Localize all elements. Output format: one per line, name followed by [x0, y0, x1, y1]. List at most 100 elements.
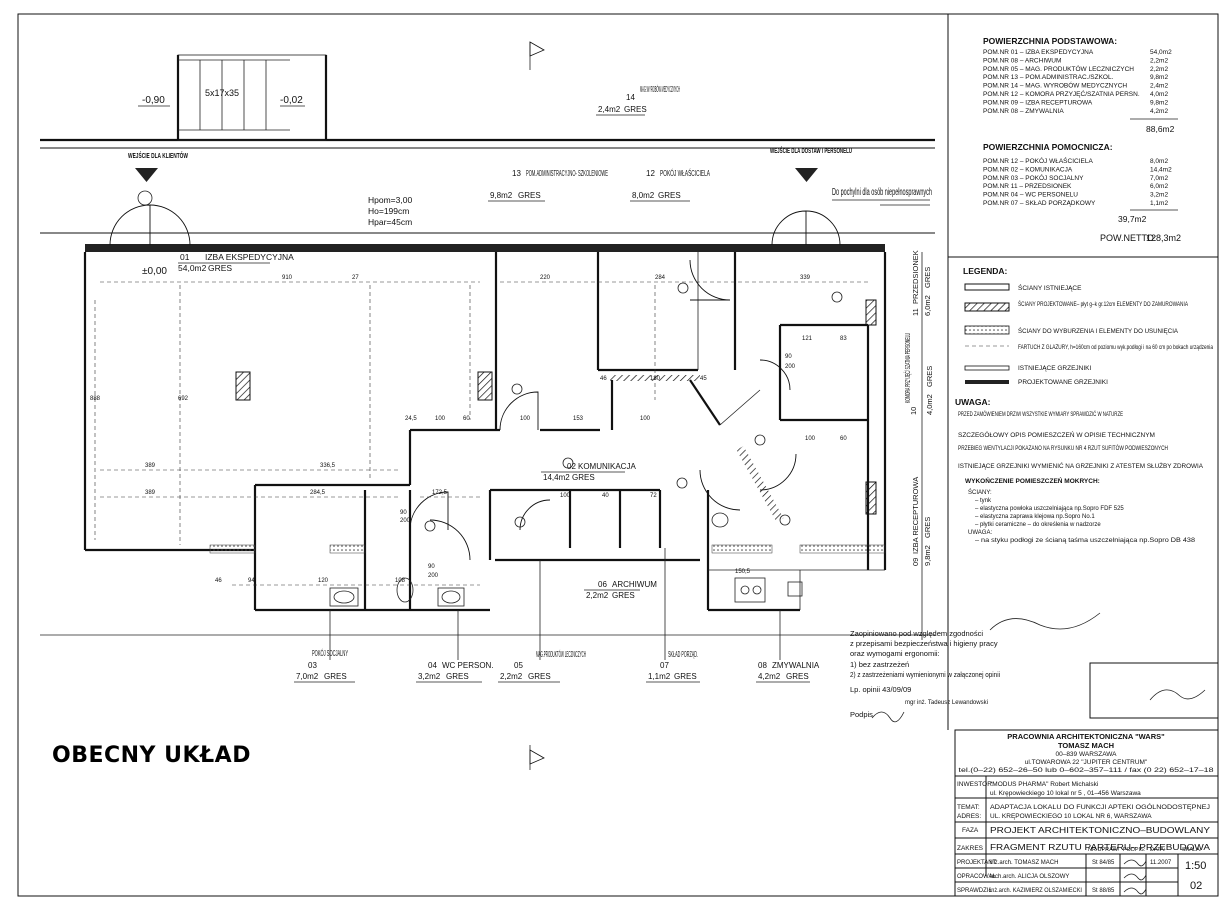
svg-text:PODPIS:: PODPIS:	[1123, 847, 1146, 853]
area-row-value: 4,0m2	[1150, 91, 1168, 98]
area-row-label: POM.NR 01 – IZBA EKSPEDYCYJNA	[983, 49, 1094, 56]
area-row-label: POM.NR 07 – SKŁAD PORZĄDKOWY	[983, 200, 1096, 207]
elevation-stairs-spec: 5x17x35	[205, 88, 239, 98]
area-row-value: 6,0m2	[1150, 183, 1168, 190]
svg-text:KOMUNIKACJA: KOMUNIKACJA	[578, 462, 636, 471]
plan: -0,90 5x17x35 -0,02	[40, 41, 935, 770]
clients-entrance-label: WEJŚCIE DLA KLIENTÓW	[128, 151, 189, 160]
svg-text:POKÓJ WŁAŚCICIELA: POKÓJ WŁAŚCICIELA	[660, 169, 710, 178]
svg-text:09: 09	[911, 558, 920, 566]
area-row-label: POM.NR 08 – ARCHIWUM	[983, 57, 1061, 64]
svg-text:POWIERZCHNIA PODSTAWOWA:: POWIERZCHNIA PODSTAWOWA:	[983, 36, 1117, 46]
svg-text:108: 108	[395, 578, 406, 584]
svg-text:100: 100	[640, 416, 651, 422]
svg-text:St 88/85: St 88/85	[1092, 888, 1115, 894]
svg-text:POWIERZCHNIA POMOCNICZA:: POWIERZCHNIA POMOCNICZA:	[983, 142, 1113, 152]
svg-text:SKŁAD PORZĄD.: SKŁAD PORZĄD.	[668, 650, 698, 659]
svg-text:tech.arch. ALICJA OLSZOWY: tech.arch. ALICJA OLSZOWY	[990, 874, 1069, 880]
svg-text:POM.ADMINISTRACYJNO- SZKOLENIO: POM.ADMINISTRACYJNO- SZKOLENIOWE	[526, 169, 608, 178]
svg-text:St 84/85: St 84/85	[1092, 860, 1115, 866]
svg-text:01: 01	[180, 252, 190, 262]
svg-text:90: 90	[428, 564, 435, 570]
svg-text:"MODUS PHARMA" Robert Michalsk: "MODUS PHARMA" Robert Michalski	[990, 781, 1098, 788]
room-label-09: 09 IZBA RECEPTUROWA 9,8m2 GRES	[911, 477, 932, 566]
room-heights: Hpom=3,00 Ho=199cm Hpar=45cm	[368, 195, 412, 227]
svg-text:z przepisami bezpieczeństwa i: z przepisami bezpieczeństwa i higieny pr…	[850, 639, 998, 648]
svg-text:UWAGA:: UWAGA:	[968, 530, 992, 536]
svg-text:GRES: GRES	[208, 263, 232, 273]
svg-text:ADAPTACJA LOKALU DO FUNKCJI AP: ADAPTACJA LOKALU DO FUNKCJI APTEKI OGÓLN…	[990, 802, 1210, 811]
svg-text:GRES: GRES	[528, 672, 551, 681]
svg-text:WYKOŃCZENIE POMIESZCZEŃ MOKRYC: WYKOŃCZENIE POMIESZCZEŃ MOKRYCH:	[965, 476, 1100, 485]
svg-text:4,2m2: 4,2m2	[758, 672, 781, 681]
svg-text:100: 100	[805, 436, 816, 442]
area-row-label: POM.NR 12 – POKÓJ WŁAŚCICIELA	[983, 156, 1093, 165]
svg-text:11: 11	[911, 308, 920, 316]
svg-text:FAZA: FAZA	[962, 827, 979, 834]
svg-text:UL. KRĘPOWIECKIEGO 10 LOKAL NR: UL. KRĘPOWIECKIEGO 10 LOKAL NR 6, WARSZA…	[990, 813, 1152, 820]
drawing-caption: OBECNY UKŁAD	[52, 743, 251, 768]
svg-text:TEMAT:: TEMAT:	[957, 804, 980, 811]
svg-text:– elastyczna zaprawa klejowa n: – elastyczna zaprawa klejowa np.Sopro No…	[975, 514, 1095, 520]
svg-text:02: 02	[1190, 880, 1202, 892]
area-row-value: 54,0m2	[1150, 49, 1172, 56]
svg-text:oraz wymogami ergonomii:: oraz wymogami ergonomii:	[850, 649, 940, 658]
svg-text:13: 13	[512, 169, 521, 178]
svg-text:39,7m2: 39,7m2	[1118, 214, 1147, 224]
room-label-01: 01 IZBA EKSPEDYCYJNA 54,0m2 GRES	[178, 252, 294, 273]
svg-text:1) bez zastrzeżeń: 1) bez zastrzeżeń	[850, 660, 909, 669]
area-row-value: 2,2m2	[1150, 66, 1168, 73]
svg-text:MAG.PRODUKTÓW LECZNICZYCH: MAG.PRODUKTÓW LECZNICZYCH	[536, 650, 586, 659]
svg-text:888: 888	[90, 396, 101, 402]
area-table: POWIERZCHNIA PODSTAWOWA: POM.NR 01 – IZB…	[983, 36, 1181, 243]
room-label-04: 04 WC PERSON. 3,2m2 GRES	[418, 661, 494, 681]
svg-text:GRES: GRES	[925, 366, 934, 387]
svg-text:172,5: 172,5	[432, 490, 448, 496]
svg-text:LEGENDA:: LEGENDA:	[963, 266, 1008, 276]
area-row-value: 3,2m2	[1150, 192, 1168, 199]
svg-text:46: 46	[215, 578, 222, 584]
svg-text:100: 100	[560, 493, 571, 499]
svg-text:200: 200	[428, 573, 439, 579]
svg-text:WC PERSON.: WC PERSON.	[442, 661, 494, 670]
area-row-label: POM.NR 14 – MAG. WYROBÓW MEDYCZNYCH	[983, 81, 1127, 90]
svg-text:00–839 WARSZAWA: 00–839 WARSZAWA	[1055, 751, 1117, 758]
svg-text:1:50: 1:50	[1185, 860, 1206, 872]
svg-text:14: 14	[626, 93, 635, 102]
svg-text:94: 94	[248, 578, 255, 584]
notes: UWAGA: PRZED ZAMÓWIENIEM DRZWI WSZYSTKIE…	[955, 397, 1204, 544]
svg-text:PRACOWNIA ARCHITEKTONICZNA "WA: PRACOWNIA ARCHITEKTONICZNA "WARS"	[1007, 732, 1165, 741]
svg-text:7,0m2: 7,0m2	[296, 672, 319, 681]
svg-text:10: 10	[909, 407, 918, 415]
elevation-stairs-left: -0,90	[142, 95, 165, 106]
svg-text:54,0m2: 54,0m2	[178, 263, 207, 273]
svg-text:PRZED ZAMÓWIENIEM DRZWI WSZYST: PRZED ZAMÓWIENIEM DRZWI WSZYSTKIE WYMIAR…	[958, 409, 1123, 418]
svg-text:FRAGMENT RZUTU PARTERU– PRZEBU: FRAGMENT RZUTU PARTERU– PRZEBUDOWA	[990, 842, 1210, 852]
svg-text:12: 12	[646, 169, 655, 178]
area-row-label: POM.NR 03 – POKÓJ SOCJALNY	[983, 173, 1084, 182]
area-row-label: POM.NR 04 – WC PERSONELU	[983, 192, 1078, 199]
svg-text:153: 153	[573, 416, 584, 422]
room-label-11: 11 PRZEDSIONEK 6,0m2 GRES	[911, 250, 932, 316]
svg-text:1,1m2: 1,1m2	[648, 672, 671, 681]
svg-text:SKALA:: SKALA:	[1182, 847, 1202, 853]
svg-text:ŚCIANY DO WYBURZENIA I ELEMENT: ŚCIANY DO WYBURZENIA I ELEMENTY DO USUNI…	[1018, 326, 1179, 335]
svg-text:– płytki ceramiczne – do okreś: – płytki ceramiczne – do określenia w na…	[975, 522, 1101, 528]
area-row-value: 2,2m2	[1150, 57, 1168, 64]
svg-text:336,5: 336,5	[320, 463, 336, 469]
svg-text:ISTNIEJĄCE GRZEJNIKI: ISTNIEJĄCE GRZEJNIKI	[1018, 365, 1092, 372]
svg-text:24,5: 24,5	[405, 416, 417, 422]
svg-text:MAG.WYROBÓW MEDYCZNYCH: MAG.WYROBÓW MEDYCZNYCH	[640, 85, 680, 94]
area-row-label: POM.NR 13 – POM.ADMINISTRAC./SZKOL.	[983, 74, 1114, 81]
room-label-10: 10 KOMORA PRZYJĘĆ/ SZATNIA PERSONELU 4,0…	[903, 333, 934, 415]
svg-text:100: 100	[520, 416, 531, 422]
svg-text:06: 06	[598, 580, 607, 589]
svg-text:46: 46	[600, 376, 607, 382]
svg-text:40: 40	[602, 493, 609, 499]
svg-text:POW.NETTO:: POW.NETTO:	[1100, 233, 1156, 243]
svg-text:121: 121	[802, 336, 813, 342]
svg-text:KOMORA PRZYJĘĆ/ SZATNIA PERSON: KOMORA PRZYJĘĆ/ SZATNIA PERSONELU	[903, 333, 912, 403]
svg-text:ARCHIWUM: ARCHIWUM	[612, 580, 657, 589]
svg-text:PROJEKTANT: PROJEKTANT	[957, 860, 997, 866]
